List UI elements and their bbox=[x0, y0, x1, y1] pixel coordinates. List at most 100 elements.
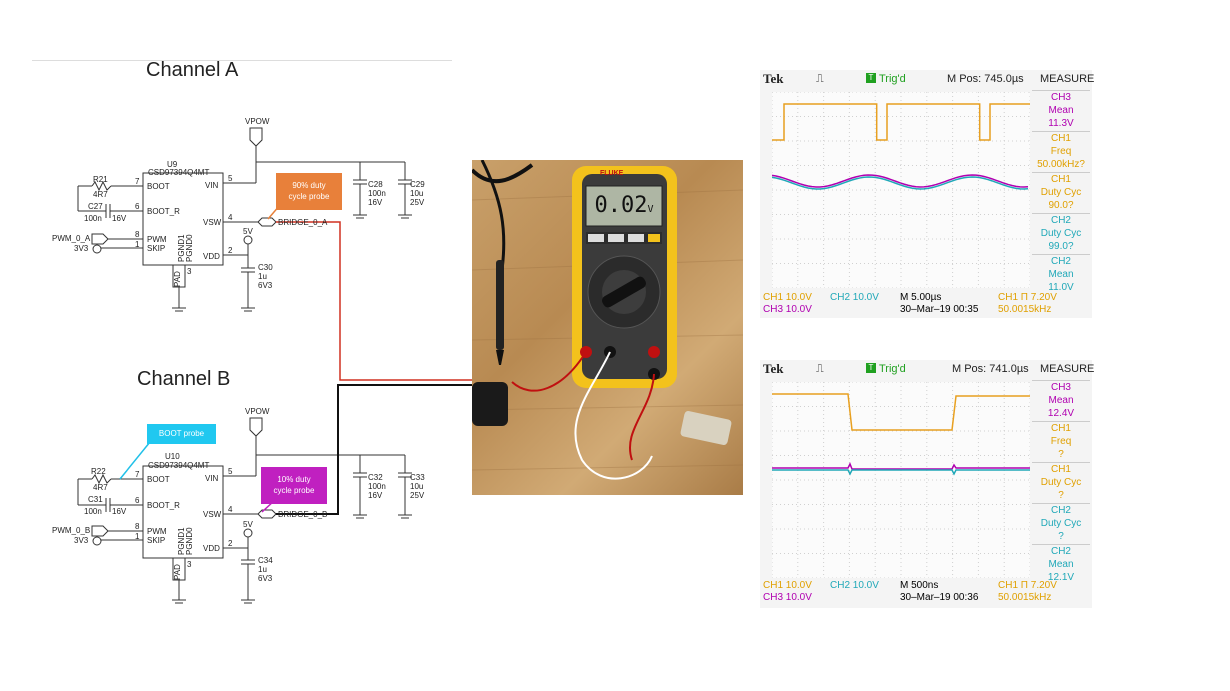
svg-text:VIN: VIN bbox=[205, 474, 219, 483]
measurement-ch: CH3 bbox=[1050, 382, 1071, 393]
trig-icon: T bbox=[866, 363, 876, 373]
measurement-value: 12.4V bbox=[1047, 408, 1075, 419]
svg-text:C28: C28 bbox=[368, 180, 383, 189]
black-probe-wire bbox=[276, 384, 475, 515]
svg-text:PWM_0_A: PWM_0_A bbox=[52, 234, 91, 243]
svg-text:6: 6 bbox=[135, 202, 140, 211]
svg-text:R22: R22 bbox=[91, 467, 106, 476]
ch2-trace bbox=[771, 176, 1029, 190]
scope1-trigger: CH1 Π 7.20V bbox=[998, 292, 1057, 303]
scope2-ch2-scale: CH2 10.0V bbox=[830, 580, 879, 591]
svg-text:SKIP: SKIP bbox=[147, 244, 165, 253]
channel-b-heading: Channel B bbox=[137, 368, 231, 390]
svg-text:4: 4 bbox=[228, 505, 233, 514]
measurement-value: 90.0? bbox=[1048, 200, 1074, 211]
svg-text:4R7: 4R7 bbox=[93, 190, 108, 199]
svg-text:100n: 100n bbox=[368, 189, 386, 198]
schematic-diagram: VPOW U9 CSD97394Q4MT BOOT BOOT_R PWM SKI… bbox=[52, 117, 475, 604]
measurement-ch: CH1 bbox=[1050, 174, 1071, 185]
trig-icon: T bbox=[866, 73, 876, 83]
svg-text:PWM: PWM bbox=[147, 235, 167, 244]
svg-text:C34: C34 bbox=[258, 556, 273, 565]
measurement-value: 50.00kHz? bbox=[1037, 159, 1085, 170]
scope1-header: Tek ⎍ T Trig'd M Pos: 745.0µs MEASURE bbox=[763, 71, 1095, 86]
svg-text:PGND1: PGND1 bbox=[177, 527, 186, 555]
scope2-timebase: M 500ns bbox=[900, 580, 939, 591]
svg-text:100n: 100n bbox=[368, 482, 386, 491]
multimeter bbox=[572, 166, 677, 388]
measurement-label: Mean bbox=[1048, 269, 1074, 280]
scope2-trigger: CH1 Π 7.20V bbox=[998, 580, 1057, 591]
svg-text:C32: C32 bbox=[368, 473, 383, 482]
ch1-trace bbox=[772, 103, 1030, 141]
svg-text:5V: 5V bbox=[243, 520, 253, 529]
svg-text:2: 2 bbox=[228, 246, 233, 255]
svg-text:R21: R21 bbox=[93, 175, 108, 184]
scope1-ch2-scale: CH2 10.0V bbox=[830, 292, 879, 303]
measurement-value: ? bbox=[1058, 449, 1064, 460]
svg-text:BOOT: BOOT bbox=[147, 475, 170, 484]
svg-text:7: 7 bbox=[135, 470, 140, 479]
svg-text:VDD: VDD bbox=[203, 544, 220, 553]
measurement-value: 99.0? bbox=[1048, 241, 1074, 252]
svg-text:VSW: VSW bbox=[203, 510, 222, 519]
svg-text:10u: 10u bbox=[410, 189, 423, 198]
svg-text:VDD: VDD bbox=[203, 252, 220, 261]
ch3-trace bbox=[771, 174, 1029, 188]
svg-text:6V3: 6V3 bbox=[258, 281, 273, 290]
oscilloscope-1: Tek ⎍ T Trig'd M Pos: 745.0µs MEASURE CH… bbox=[760, 70, 1095, 318]
svg-text:2: 2 bbox=[228, 539, 233, 548]
svg-text:PAD: PAD bbox=[173, 564, 182, 580]
measurement-label: Duty Cyc bbox=[1040, 187, 1082, 198]
svg-text:1u: 1u bbox=[258, 272, 267, 281]
probe-a-callout: 90% duty cycle probe bbox=[276, 173, 342, 210]
measurement-ch: CH1 bbox=[1050, 464, 1071, 475]
svg-text:10u: 10u bbox=[410, 482, 423, 491]
svg-text:BOOT_R: BOOT_R bbox=[147, 501, 180, 510]
svg-text:C27: C27 bbox=[88, 202, 103, 211]
measurement-ch: CH3 bbox=[1050, 92, 1071, 103]
board bbox=[472, 382, 508, 426]
svg-text:VSW: VSW bbox=[203, 218, 222, 227]
multimeter-brand: FLUKE bbox=[600, 170, 624, 177]
scope2-date: 30–Mar–19 00:36 bbox=[900, 592, 979, 603]
measurement-label: Mean bbox=[1048, 105, 1074, 116]
measurement-ch: CH1 bbox=[1050, 133, 1071, 144]
scope2-header: Tek ⎍ T Trig'd M Pos: 741.0µs MEASURE bbox=[763, 361, 1095, 376]
measurement-label: Duty Cyc bbox=[1040, 477, 1082, 488]
svg-text:C30: C30 bbox=[258, 263, 273, 272]
svg-text:100n: 100n bbox=[84, 214, 102, 223]
svg-text:BOOT_R: BOOT_R bbox=[147, 207, 180, 216]
svg-text:100n: 100n bbox=[84, 507, 102, 516]
pulse-icon: ⎍ bbox=[816, 363, 824, 375]
measurement-label: Freq bbox=[1050, 146, 1072, 157]
scope1-ch3-scale: CH3 10.0V bbox=[763, 304, 812, 315]
multimeter-reading: 0.02V bbox=[594, 193, 654, 218]
svg-text:BOOT: BOOT bbox=[147, 182, 170, 191]
vpow-b-label: VPOW bbox=[245, 407, 270, 416]
svg-text:16V: 16V bbox=[112, 507, 127, 516]
boot-probe-pointer bbox=[119, 441, 151, 480]
svg-text:BRIDGE_0_A: BRIDGE_0_A bbox=[278, 218, 328, 227]
svg-text:16V: 16V bbox=[368, 491, 383, 500]
svg-text:PWM: PWM bbox=[147, 527, 167, 536]
vpow-a-flag bbox=[249, 127, 263, 147]
measurement-ch: CH2 bbox=[1050, 215, 1071, 226]
measurement-value: ? bbox=[1058, 531, 1064, 542]
ch3-trace bbox=[772, 462, 1030, 470]
svg-text:25V: 25V bbox=[410, 491, 425, 500]
scope2-ch3-scale: CH3 10.0V bbox=[763, 592, 812, 603]
top-divider bbox=[32, 60, 452, 61]
svg-text:16V: 16V bbox=[112, 214, 127, 223]
svg-text:16V: 16V bbox=[368, 198, 383, 207]
measurement-ch: CH2 bbox=[1050, 546, 1071, 557]
probe-pen bbox=[496, 260, 504, 350]
clip bbox=[680, 411, 732, 445]
svg-text:3V3: 3V3 bbox=[74, 244, 89, 253]
